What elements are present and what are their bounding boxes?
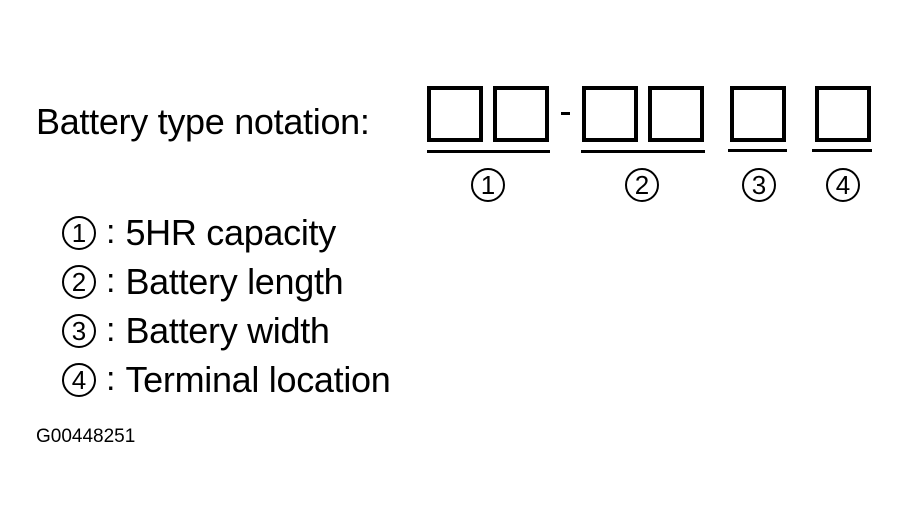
terminal-box [815, 86, 871, 142]
legend-label: 5HR capacity [125, 211, 336, 253]
legend-item: 3 : Battery width [62, 306, 390, 355]
legend-number: 4 [62, 362, 96, 397]
group-3-underline [728, 149, 787, 152]
legend-colon: : [106, 311, 116, 349]
figure-code: G00448251 [36, 426, 136, 447]
group-2-number: 2 [625, 168, 659, 202]
legend: 1 : 5HR capacity 2 : Battery length 3 : … [62, 208, 391, 404]
group-4-underline [812, 149, 872, 152]
group-1-underline [427, 150, 550, 153]
legend-item: 2 : Battery length [62, 257, 390, 306]
legend-colon: : [106, 360, 116, 398]
length-box-2 [648, 86, 704, 142]
group-1-number: 1 [471, 168, 505, 202]
legend-label: Battery length [125, 260, 344, 302]
legend-colon: : [106, 213, 116, 251]
group-2-underline [581, 150, 705, 153]
group-4-number: 4 [826, 168, 860, 202]
separator-dash [561, 112, 570, 115]
group-3-number: 3 [742, 168, 776, 202]
notation-title: Battery type notation: [36, 101, 370, 142]
capacity-box-1 [427, 86, 483, 142]
legend-item: 4 : Terminal location [62, 355, 391, 404]
legend-number: 1 [62, 215, 96, 250]
legend-label: Battery width [125, 309, 330, 351]
legend-label: Terminal location [125, 358, 391, 400]
capacity-box-2 [493, 86, 549, 142]
length-box-1 [582, 86, 638, 142]
width-box [730, 86, 786, 142]
legend-item: 1 : 5HR capacity [62, 208, 390, 257]
legend-number: 3 [62, 313, 96, 348]
legend-number: 2 [62, 264, 96, 299]
legend-colon: : [106, 262, 116, 300]
